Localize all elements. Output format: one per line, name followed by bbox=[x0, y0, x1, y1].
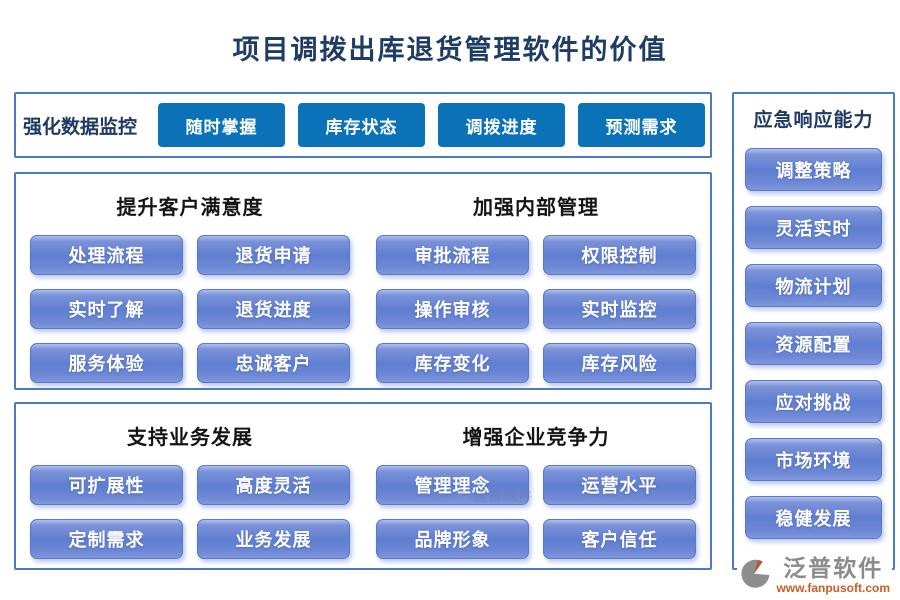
section-bottom: 支持业务发展 可扩展性 高度灵活 定制需求 业务发展 增强企业竞争力 管理理念 … bbox=[14, 402, 712, 570]
button-forecast-demand[interactable]: 预测需求 bbox=[578, 103, 705, 147]
brand-url: www.fanpusoft.com bbox=[776, 581, 890, 595]
button-anytime-grasp[interactable]: 随时掌握 bbox=[158, 103, 285, 147]
group-header-customer-satisfaction: 提升客户满意度 bbox=[116, 197, 264, 219]
fanpu-logo-icon bbox=[741, 559, 770, 588]
button-return-progress[interactable]: 退货进度 bbox=[197, 289, 350, 329]
emergency-response-buttons: 调整策略 灵活实时 物流计划 资源配置 应对挑战 市场环境 稳健发展 bbox=[745, 148, 882, 539]
group-competitiveness: 增强企业竞争力 管理理念 运营水平 品牌形象 客户信任 bbox=[376, 404, 696, 559]
button-realtime-monitoring[interactable]: 实时监控 bbox=[543, 289, 696, 329]
button-custom-needs[interactable]: 定制需求 bbox=[30, 519, 183, 559]
page-title: 项目调拨出库退货管理软件的价值 bbox=[232, 35, 668, 65]
button-service-experience[interactable]: 服务体验 bbox=[30, 343, 183, 383]
button-business-growth[interactable]: 业务发展 bbox=[197, 519, 350, 559]
section-emergency-response: 应急响应能力 调整策略 灵活实时 物流计划 资源配置 应对挑战 市场环境 稳健发… bbox=[732, 92, 895, 570]
button-resource-allocation[interactable]: 资源配置 bbox=[745, 322, 882, 365]
brand-name: 泛普软件 bbox=[783, 555, 884, 581]
button-return-request[interactable]: 退货申请 bbox=[197, 235, 350, 275]
button-logistics-plan[interactable]: 物流计划 bbox=[745, 264, 882, 307]
button-steady-development[interactable]: 稳健发展 bbox=[745, 496, 882, 539]
brand-logo: 泛普软件 www.fanpusoft.com bbox=[737, 556, 892, 595]
section-data-monitoring: 强化数据监控 随时掌握 库存状态 调拨进度 预测需求 bbox=[14, 92, 712, 158]
data-monitoring-label: 强化数据监控 bbox=[23, 116, 138, 138]
group-header-internal-management: 加强内部管理 bbox=[473, 197, 599, 219]
button-scalability[interactable]: 可扩展性 bbox=[30, 465, 183, 505]
group-business-development: 支持业务发展 可扩展性 高度灵活 定制需求 业务发展 bbox=[30, 404, 350, 559]
button-approval-process[interactable]: 审批流程 bbox=[376, 235, 529, 275]
button-loyal-customers[interactable]: 忠诚客户 bbox=[197, 343, 350, 383]
button-inventory-change[interactable]: 库存变化 bbox=[376, 343, 529, 383]
group-customer-satisfaction: 提升客户满意度 处理流程 退货申请 实时了解 退货进度 服务体验 忠诚客户 bbox=[30, 174, 350, 383]
button-permission-control[interactable]: 权限控制 bbox=[543, 235, 696, 275]
button-high-flexibility[interactable]: 高度灵活 bbox=[197, 465, 350, 505]
button-management-concept[interactable]: 管理理念 bbox=[376, 465, 529, 505]
group-header-business-development: 支持业务发展 bbox=[127, 427, 253, 449]
button-brand-image[interactable]: 品牌形象 bbox=[376, 519, 529, 559]
button-flexible-realtime[interactable]: 灵活实时 bbox=[745, 206, 882, 249]
button-customer-trust[interactable]: 客户信任 bbox=[543, 519, 696, 559]
button-market-environment[interactable]: 市场环境 bbox=[745, 438, 882, 481]
section-middle: 提升客户满意度 处理流程 退货申请 实时了解 退货进度 服务体验 忠诚客户 加强… bbox=[14, 172, 712, 390]
button-handle-process[interactable]: 处理流程 bbox=[30, 235, 183, 275]
button-inventory-risk[interactable]: 库存风险 bbox=[543, 343, 696, 383]
group-header-competitiveness: 增强企业竞争力 bbox=[462, 427, 610, 449]
button-operation-audit[interactable]: 操作审核 bbox=[376, 289, 529, 329]
button-realtime-know[interactable]: 实时了解 bbox=[30, 289, 183, 329]
button-operation-level[interactable]: 运营水平 bbox=[543, 465, 696, 505]
button-meet-challenges[interactable]: 应对挑战 bbox=[745, 380, 882, 423]
button-inventory-status[interactable]: 库存状态 bbox=[298, 103, 425, 147]
button-transfer-progress[interactable]: 调拨进度 bbox=[438, 103, 565, 147]
group-internal-management: 加强内部管理 审批流程 权限控制 操作审核 实时监控 库存变化 库存风险 bbox=[376, 174, 696, 383]
emergency-response-header: 应急响应能力 bbox=[753, 110, 874, 131]
button-adjust-strategy[interactable]: 调整策略 bbox=[745, 148, 882, 191]
data-monitoring-buttons: 随时掌握 库存状态 调拨进度 预测需求 bbox=[158, 103, 705, 147]
